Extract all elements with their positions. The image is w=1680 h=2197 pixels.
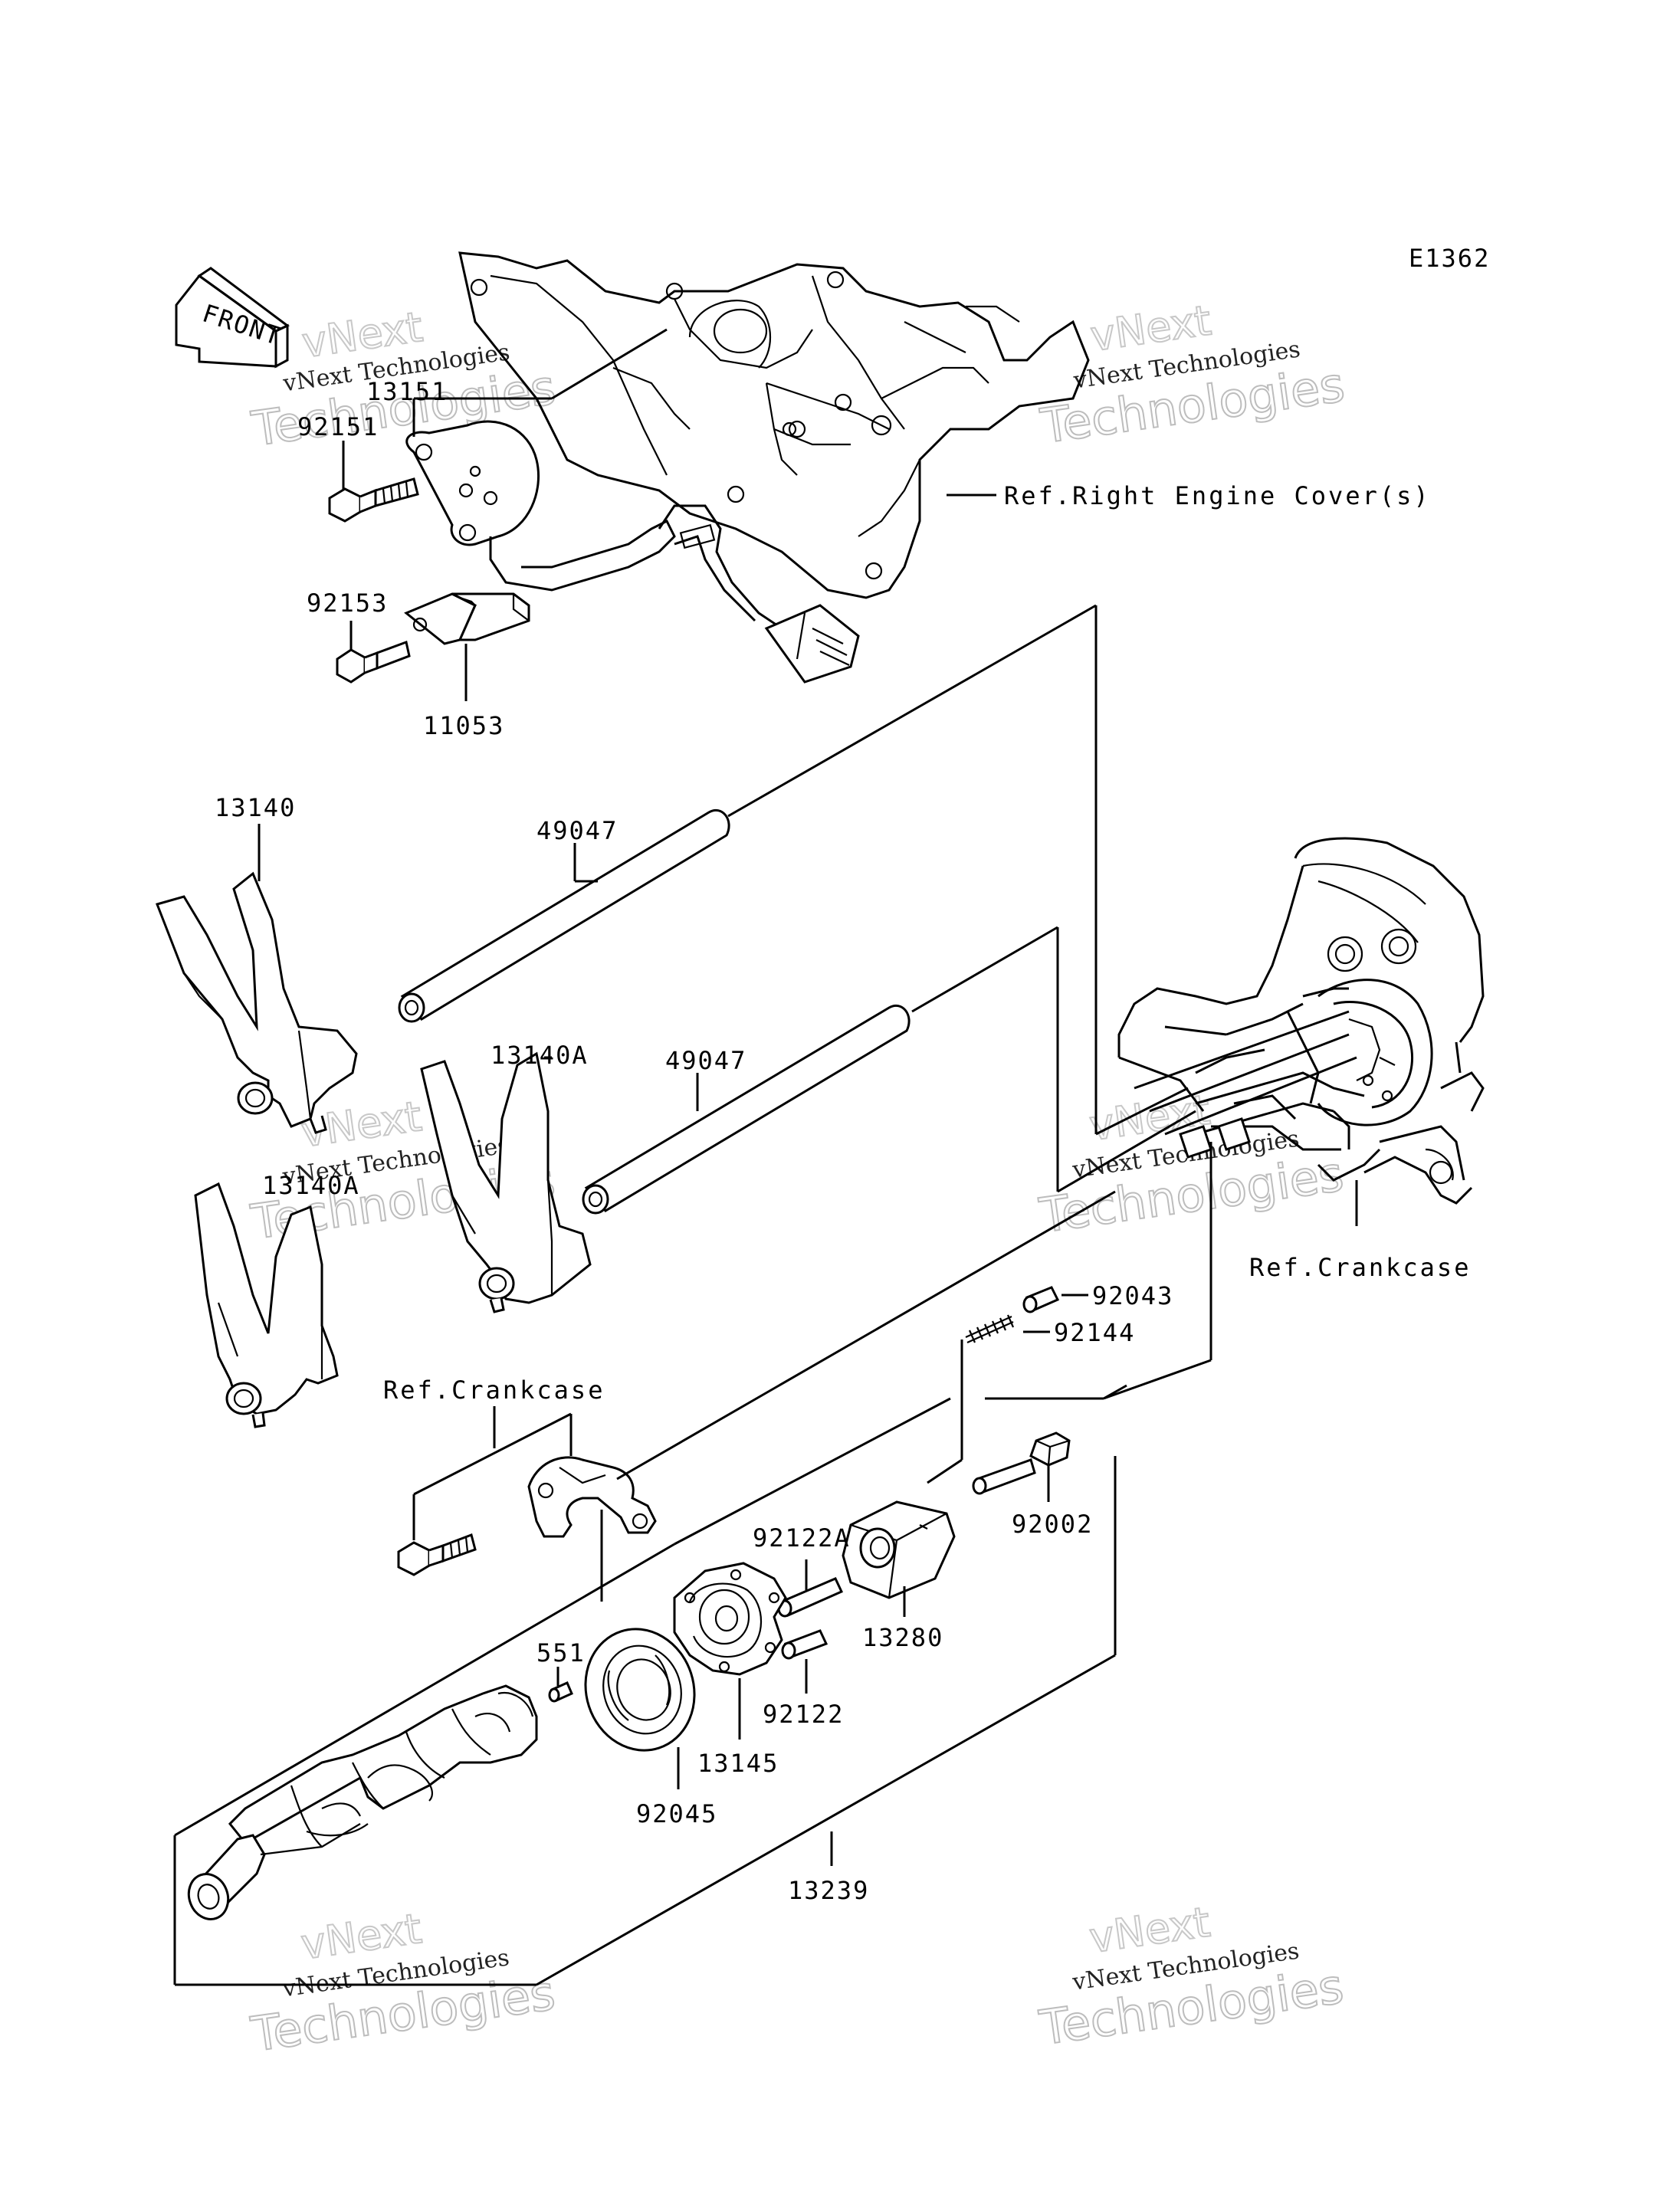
- part-13145-positioning-plate: [673, 1562, 787, 1676]
- label-13280: 13280: [862, 1623, 943, 1652]
- part-holder-bolt-icon: [397, 1533, 477, 1576]
- ref-right-engine-cover: Ref.Right Engine Cover(s): [1004, 481, 1431, 510]
- part-92002-bolt-icon: [972, 1431, 1071, 1495]
- part-92153-bolt-icon: [336, 640, 411, 684]
- label-92122: 92122: [763, 1700, 844, 1729]
- label-92144: 92144: [1054, 1318, 1135, 1347]
- part-92151-bolt-icon: [328, 477, 419, 523]
- label-13145: 13145: [697, 1749, 779, 1778]
- label-49047-upper: 49047: [536, 816, 618, 845]
- part-11053-bracket: [404, 592, 530, 645]
- watermark-top-right: vNext Technologies vNext Technologies: [1036, 295, 1349, 455]
- crankcase-right: [1117, 837, 1485, 1205]
- shift-drum-holder: [527, 1456, 657, 1538]
- part-92122A-pin-icon: [777, 1577, 844, 1618]
- label-13239: 13239: [788, 1876, 869, 1905]
- part-92043-pin-icon: [1022, 1286, 1060, 1313]
- part-labels: 13151 92151 92153 11053 13140 49047 1314…: [215, 377, 1173, 1905]
- part-551-pin-icon: [548, 1681, 573, 1703]
- label-92045: 92045: [636, 1799, 717, 1828]
- part-13140A-shift-fork-right: [420, 1051, 592, 1313]
- ref-crankcase-left: Ref.Crankcase: [383, 1376, 605, 1405]
- part-92045-bearing: [584, 1628, 696, 1752]
- label-92151: 92151: [297, 412, 379, 441]
- part-13140-shift-fork: [156, 871, 358, 1134]
- part-13151-neutral-switch: [405, 420, 860, 684]
- label-11053: 11053: [423, 711, 504, 740]
- label-13140: 13140: [215, 793, 296, 822]
- label-92043: 92043: [1092, 1281, 1173, 1310]
- label-92153: 92153: [307, 589, 388, 618]
- label-49047-lower: 49047: [665, 1046, 746, 1075]
- front-arrow-icon: FRONT: [175, 267, 290, 369]
- label-13140A-right: 13140A: [491, 1041, 589, 1070]
- label-551: 551: [536, 1638, 586, 1667]
- part-92144-spring-icon: [965, 1314, 1015, 1344]
- label-92002: 92002: [1012, 1510, 1093, 1539]
- watermark-bottom-right: vNext Technologies vNext Technologies: [1035, 1897, 1348, 2057]
- right-engine-cover: [458, 251, 1090, 599]
- watermark-top-left: vNext Technologies vNext Technologies: [248, 302, 560, 458]
- reference-labels: Ref.Right Engine Cover(s) Ref.Crankcase …: [383, 481, 1471, 1405]
- part-13140A-shift-fork-left: [194, 1182, 339, 1428]
- label-92122A: 92122A: [753, 1523, 851, 1553]
- watermark-bottom-left: vNext Technologies vNext Technologies: [247, 1904, 559, 2064]
- label-13151: 13151: [366, 377, 448, 406]
- part-92122-pin-icon: [781, 1629, 829, 1660]
- leader-lines: [173, 328, 1358, 1986]
- part-49047-shift-rod-upper: [398, 808, 730, 1023]
- ref-crankcase-right: Ref.Crankcase: [1249, 1253, 1471, 1282]
- label-13140A-left: 13140A: [262, 1171, 360, 1200]
- watermark-mid-right: vNext Technologies vNext Technologies: [1035, 1084, 1348, 1244]
- part-13239-shift-drum: [187, 1684, 538, 1920]
- part-13280-detent-arm: [842, 1500, 956, 1599]
- part-49047-shift-rod-lower: [582, 1004, 911, 1215]
- diagram-code: E1362: [1409, 244, 1490, 273]
